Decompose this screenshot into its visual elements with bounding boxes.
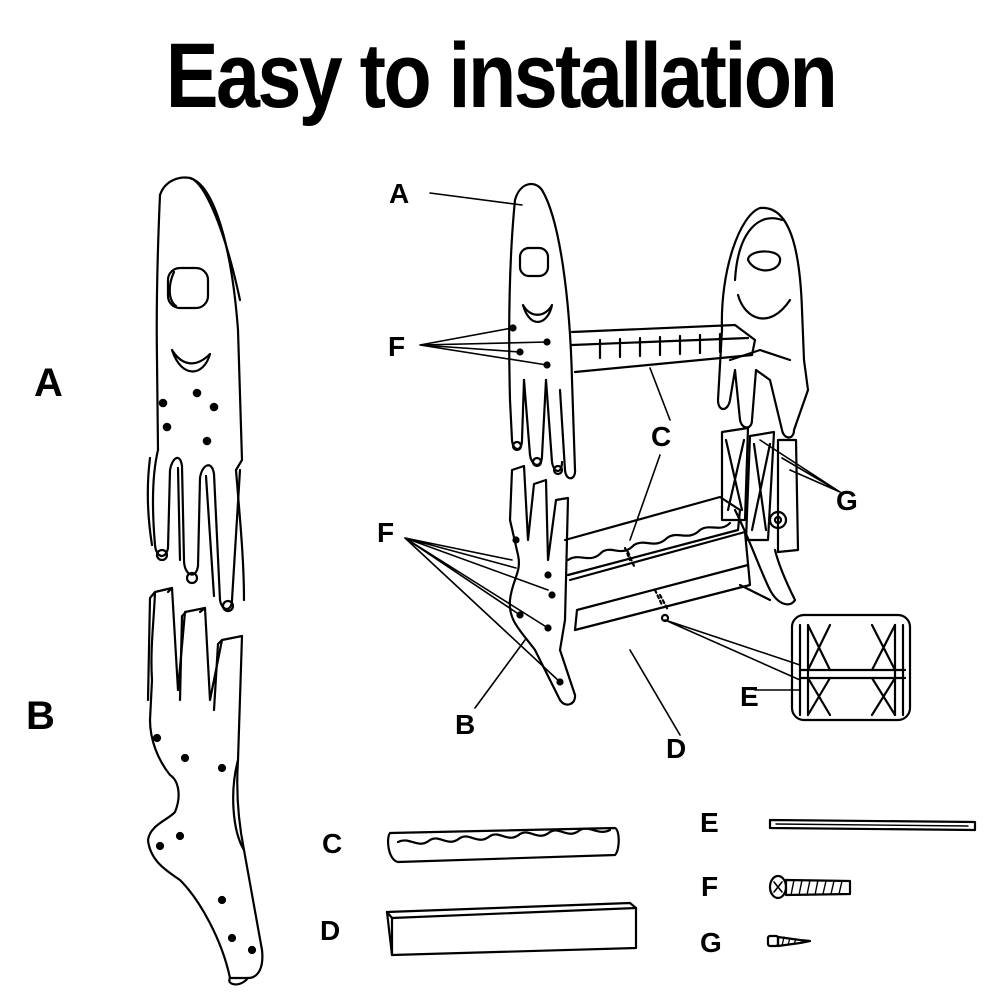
label-assembly-c: C [651, 421, 672, 452]
label-left-a: A [34, 361, 63, 405]
label-assembly-b: B [455, 709, 476, 740]
part-b-leg-panel [148, 588, 262, 984]
assembled-rack [405, 184, 840, 735]
label-parts-f: F [701, 871, 719, 902]
part-e-rod [770, 820, 975, 830]
label-assembly-a: A [389, 178, 410, 209]
label-parts-d: D [320, 915, 341, 946]
part-d-beam [387, 903, 636, 955]
part-g-screw [768, 936, 810, 946]
page-title: Easy to installation [165, 25, 838, 127]
label-assembly-g: G [836, 485, 858, 516]
label-parts-g: G [700, 927, 722, 958]
label-assembly-f-top: F [388, 331, 406, 362]
label-left-b: B [26, 694, 55, 738]
part-f-screw [770, 876, 850, 898]
part-a-side-panel [148, 178, 244, 611]
label-parts-e: E [700, 807, 719, 838]
label-assembly-f-bottom: F [377, 517, 395, 548]
detail-inset [792, 615, 910, 720]
part-c-rail [388, 828, 619, 862]
label-parts-c: C [322, 828, 343, 859]
label-assembly-e: E [740, 681, 759, 712]
label-assembly-d: D [666, 733, 687, 764]
